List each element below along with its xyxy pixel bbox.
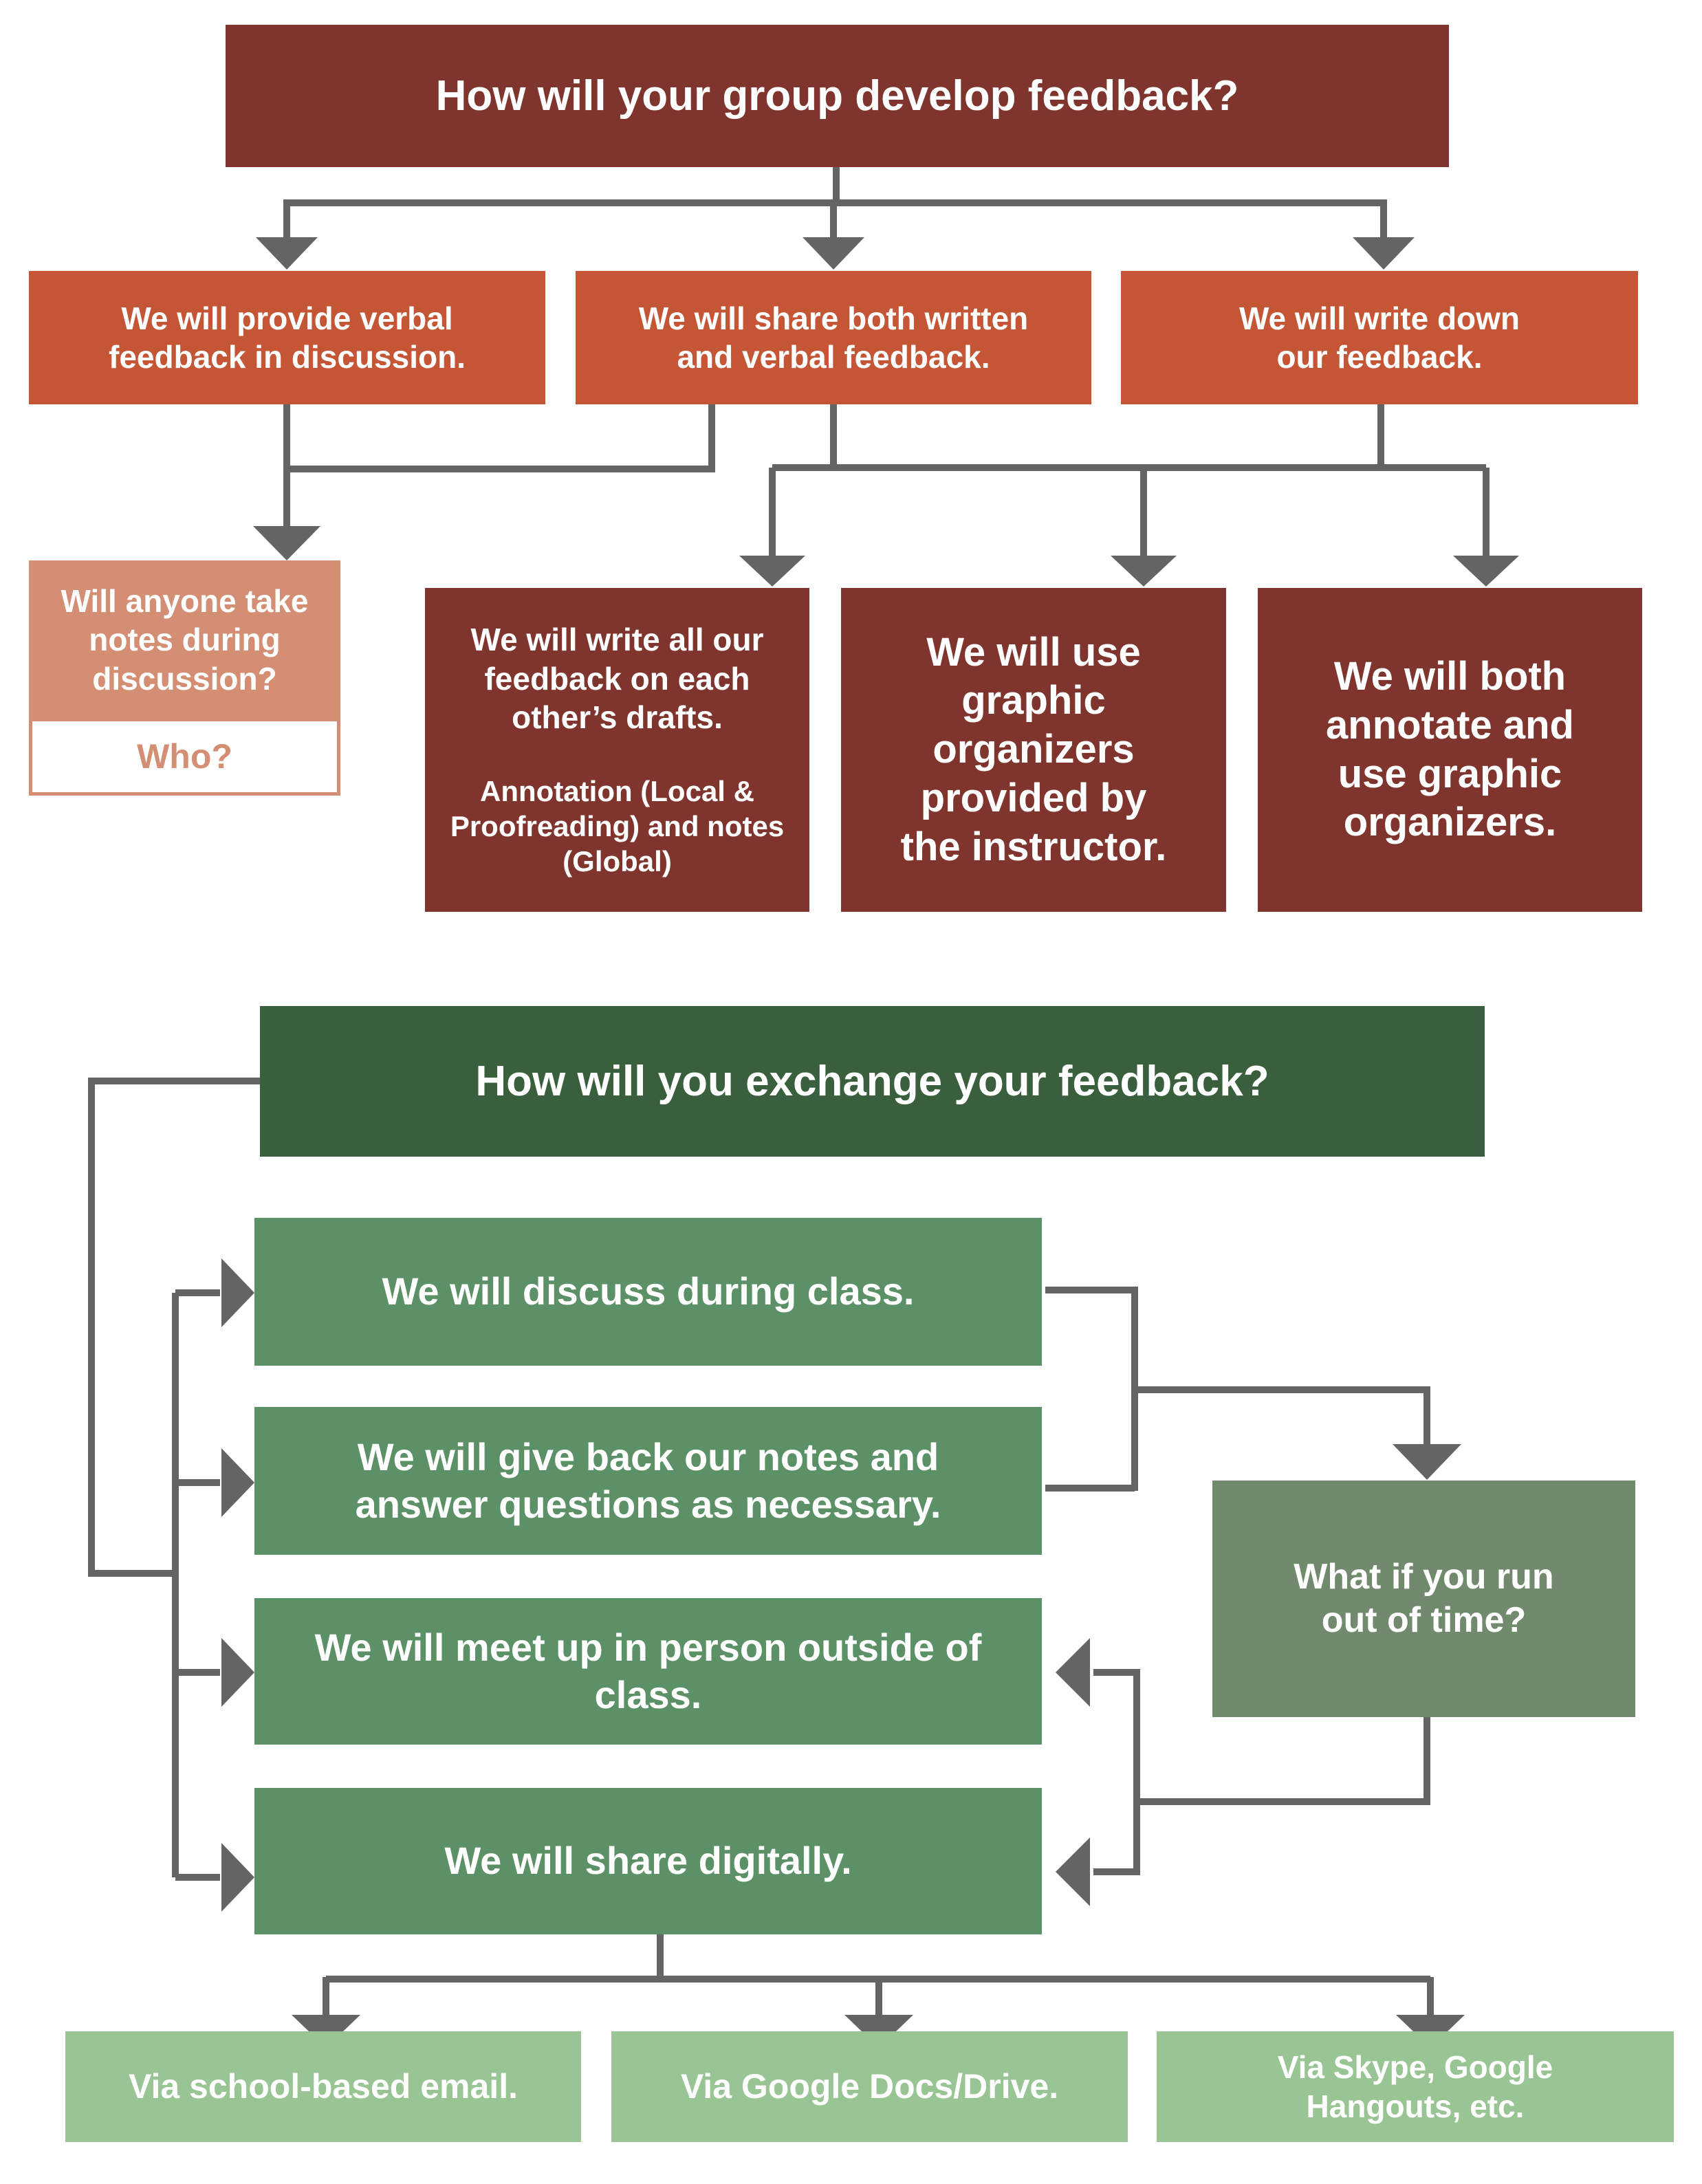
- exchange-question-box: How will you exchange your feedback?: [260, 1006, 1485, 1157]
- arrowhead-option-2: [803, 237, 864, 270]
- arrowhead-exchange-1: [221, 1258, 254, 1327]
- arrowhead-written-1: [739, 556, 805, 587]
- arrowhead-exchange-4: [221, 1843, 254, 1912]
- develop-option-label: We will write down our feedback.: [1239, 300, 1520, 375]
- exchange-question: How will you exchange your feedback?: [475, 1057, 1269, 1105]
- digital-method-email: Via school-based email.: [65, 2031, 581, 2142]
- digital-method-video-chat: Via Skype, Google Hangouts, etc.: [1157, 2031, 1674, 2142]
- written-method-organizers: We will use graphic organizers provided …: [841, 588, 1226, 912]
- digital-method-label: Via Skype, Google Hangouts, etc.: [1277, 2049, 1553, 2124]
- arrowhead-exchange-2: [221, 1448, 254, 1517]
- notes-question-box: Will anyone take notes during discussion…: [29, 560, 340, 719]
- arrowhead-back-3: [1056, 1638, 1090, 1707]
- runout-question: What if you run out of time?: [1294, 1556, 1554, 1640]
- notes-question: Will anyone take notes during discussion…: [61, 583, 309, 697]
- connector-to-runout: [1045, 1287, 1430, 1492]
- exchange-option-digital: We will share digitally.: [254, 1788, 1042, 1934]
- arrowhead-option-1: [256, 237, 318, 270]
- connector-exchange-loop: [88, 1078, 260, 1877]
- arrowhead-option-3: [1353, 237, 1415, 270]
- written-method-both: We will both annotate and use graphic or…: [1258, 588, 1642, 912]
- arrowhead-runout: [1393, 1444, 1461, 1480]
- connector-verbal-merge: [283, 404, 715, 529]
- digital-method-google-docs: Via Google Docs/Drive.: [611, 2031, 1128, 2142]
- written-method-label: We will use graphic organizers provided …: [900, 629, 1167, 869]
- connector-written-merge: [769, 404, 1490, 557]
- exchange-option-label: We will give back our notes and answer q…: [355, 1435, 941, 1526]
- arrowhead-written-3: [1453, 556, 1519, 587]
- develop-option-verbal: We will provide verbal feedback in discu…: [29, 271, 545, 404]
- exchange-option-meet: We will meet up in person outside of cla…: [254, 1598, 1042, 1745]
- develop-option-written: We will write down our feedback.: [1121, 271, 1638, 404]
- exchange-option-notes: We will give back our notes and answer q…: [254, 1407, 1042, 1555]
- exchange-option-label: We will share digitally.: [444, 1839, 852, 1883]
- exchange-option-label: We will discuss during class.: [382, 1269, 915, 1313]
- runout-question-box: What if you run out of time?: [1212, 1481, 1635, 1717]
- digital-method-label: Via school-based email.: [129, 2067, 518, 2106]
- notes-who: Who?: [137, 737, 232, 776]
- arrowhead-exchange-3: [221, 1638, 254, 1707]
- arrowhead-notes: [253, 526, 320, 560]
- connector-digital-branch: [323, 1934, 1434, 2018]
- notes-who-box: Who?: [29, 718, 340, 796]
- written-method-label: We will both annotate and use graphic or…: [1326, 654, 1574, 845]
- arrowhead-written-2: [1111, 556, 1177, 587]
- develop-question-box: How will your group develop feedback?: [226, 25, 1449, 167]
- exchange-option-label: We will meet up in person outside of cla…: [314, 1626, 982, 1716]
- develop-option-label: We will share both written and verbal fe…: [638, 300, 1029, 375]
- develop-question: How will your group develop feedback?: [435, 72, 1239, 120]
- written-method-label: We will write all our feedback on each o…: [470, 622, 764, 735]
- written-method-subtext: Annotation (Local & Proofreading) and no…: [450, 774, 785, 878]
- digital-method-label: Via Google Docs/Drive.: [680, 2067, 1059, 2106]
- develop-option-label: We will provide verbal feedback in discu…: [109, 300, 466, 375]
- written-method-drafts: We will write all our feedback on each o…: [425, 588, 809, 912]
- develop-option-both: We will share both written and verbal fe…: [576, 271, 1091, 404]
- arrowhead-back-4: [1056, 1837, 1090, 1906]
- exchange-option-discuss: We will discuss during class.: [254, 1218, 1042, 1366]
- connector-from-runout: [1093, 1669, 1430, 1875]
